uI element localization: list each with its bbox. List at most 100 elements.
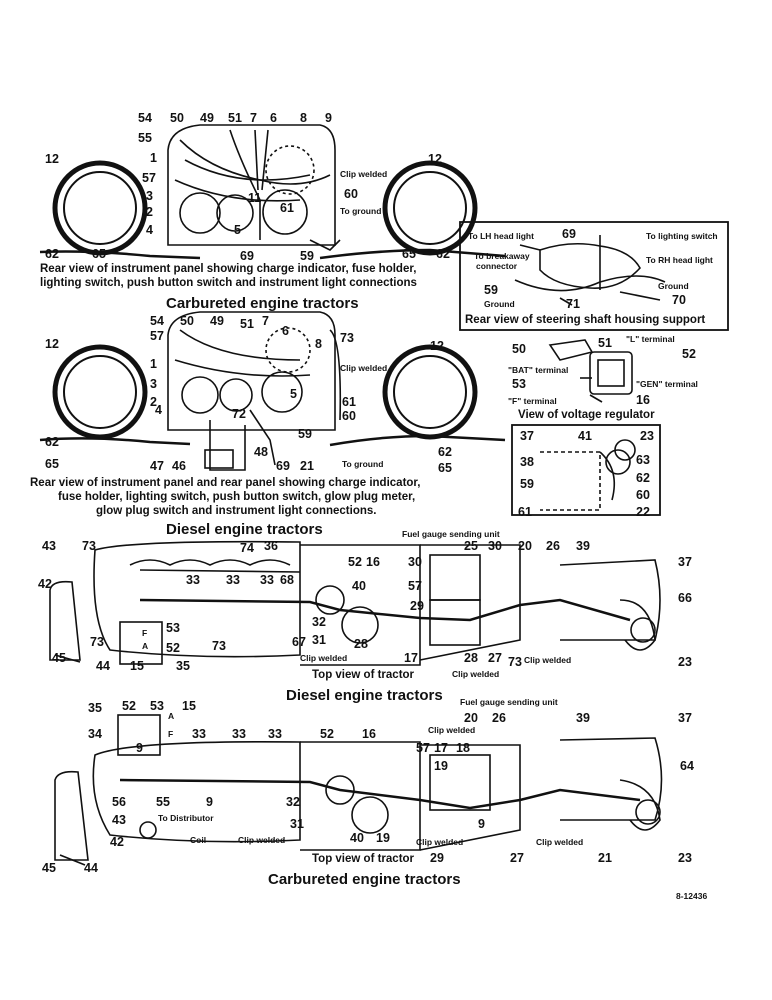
note-to-breakaway-1: To breakaway (474, 251, 530, 261)
callout-54: 54 (138, 111, 152, 125)
callout-47: 47 (150, 459, 164, 473)
caption-regulator-inset: View of voltage regulator (518, 409, 655, 421)
callout-11: 11 (248, 191, 262, 205)
callout-33-diesel-a: 33 (186, 573, 200, 587)
callout-30-a: 30 (488, 539, 502, 553)
callout-57-carb: 57 (416, 741, 430, 755)
callout-35-diesel: 35 (176, 659, 190, 673)
note-clip-welded-carb-a: Clip welded (428, 725, 476, 735)
note-a-carb: A (168, 711, 175, 721)
callout-40-carb: 40 (350, 831, 364, 845)
caption-top-view-1: Top view of tractor (312, 669, 415, 681)
callout-39-diesel: 39 (576, 539, 590, 553)
callout-65-left-mid: 65 (45, 457, 59, 471)
callout-16-diesel: 16 (366, 555, 380, 569)
callout-22: 22 (636, 505, 650, 519)
callout-63: 63 (636, 453, 650, 467)
callout-3: 3 (146, 189, 153, 203)
callout-48: 48 (254, 445, 268, 459)
callout-61-mid: 61 (342, 395, 356, 409)
callout-23-diesel: 23 (678, 655, 692, 669)
callout-5: 5 (234, 223, 241, 237)
callout-9-carb-b: 9 (206, 795, 213, 809)
callout-70: 70 (672, 293, 686, 307)
note-to-ground: To ground (340, 206, 382, 216)
caption-diesel-panel-3: glow plug switch and instrument light co… (96, 505, 377, 517)
steering-inset-frame (459, 221, 729, 331)
callout-1-mid: 1 (150, 357, 157, 371)
callout-6: 6 (270, 111, 277, 125)
callout-27-diesel: 27 (488, 651, 502, 665)
callout-37-carb: 37 (678, 711, 692, 725)
callout-62-right-mid: 62 (438, 445, 452, 459)
callout-66: 66 (678, 591, 692, 605)
callout-60: 60 (344, 187, 358, 201)
callout-62-left-mid: 62 (45, 435, 59, 449)
callout-53-diesel: 53 (166, 621, 180, 635)
callout-43-diesel: 43 (42, 539, 56, 553)
callout-62-inset: 62 (636, 471, 650, 485)
callout-51-mid: 51 (240, 317, 254, 331)
callout-8: 8 (300, 111, 307, 125)
note-clip-welded: Clip welded (340, 169, 388, 179)
callout-16-reg: 16 (636, 393, 650, 407)
note-clip-welded-diesel-c: Clip welded (452, 669, 500, 679)
note-ground-right: Ground (658, 281, 689, 291)
headlight-right-mid (382, 344, 478, 440)
callout-57-diesel: 57 (408, 579, 422, 593)
callout-31-carb: 31 (290, 817, 304, 831)
callout-53-reg: 53 (512, 377, 526, 391)
callout-15-carb: 15 (182, 699, 196, 713)
callout-25: 25 (464, 539, 478, 553)
callout-26-carb: 26 (492, 711, 506, 725)
callout-62-right: 62 (436, 247, 450, 261)
callout-67: 67 (292, 635, 306, 649)
callout-61: 61 (280, 201, 294, 215)
callout-68: 68 (280, 573, 294, 587)
callout-17-carb: 17 (434, 741, 448, 755)
callout-59: 59 (300, 249, 314, 263)
callout-64: 64 (680, 759, 694, 773)
callout-65-right-mid: 65 (438, 461, 452, 475)
note-to-ground-mid: To ground (342, 459, 384, 469)
note-f-diesel: F (142, 628, 148, 638)
callout-59-inset2: 59 (520, 477, 534, 491)
note-to-distributor: To Distributor (158, 813, 214, 823)
callout-61-inset: 61 (518, 505, 532, 519)
callout-38: 38 (520, 455, 534, 469)
caption-top-view-2: Top view of tractor (312, 853, 415, 865)
callout-56: 56 (112, 795, 126, 809)
heading-carb-2: Carbureted engine tractors (268, 871, 461, 888)
note-gen-terminal: "GEN" terminal (636, 379, 698, 389)
callout-37-diesel: 37 (678, 555, 692, 569)
callout-2: 2 (146, 205, 153, 219)
callout-9-carb-a: 9 (136, 741, 143, 755)
callout-4: 4 (146, 223, 153, 237)
heading-carb: Carbureted engine tractors (166, 295, 359, 312)
callout-33-diesel-b: 33 (226, 573, 240, 587)
callout-32-diesel: 32 (312, 615, 326, 629)
callout-51-reg: 51 (598, 336, 612, 350)
note-to-lighting-switch: To lighting switch (646, 231, 718, 241)
callout-42-carb: 42 (110, 835, 124, 849)
callout-33-carb-b: 33 (232, 727, 246, 741)
note-ground-left: Ground (484, 299, 515, 309)
callout-52-reg: 52 (682, 347, 696, 361)
callout-57: 57 (142, 171, 156, 185)
callout-21-carb: 21 (598, 851, 612, 865)
callout-9: 9 (325, 111, 332, 125)
callout-50: 50 (170, 111, 184, 125)
callout-45-diesel: 45 (52, 651, 66, 665)
callout-15-diesel: 15 (130, 659, 144, 673)
callout-31-diesel: 31 (312, 633, 326, 647)
callout-20-carb: 20 (464, 711, 478, 725)
callout-55: 55 (138, 131, 152, 145)
note-fuel-gauge-diesel: Fuel gauge sending unit (402, 529, 500, 539)
callout-71: 71 (566, 297, 580, 311)
callout-45-carb: 45 (42, 861, 56, 875)
callout-12-right: 12 (428, 152, 442, 166)
callout-9-carb-c: 9 (478, 817, 485, 831)
callout-44-diesel: 44 (96, 659, 110, 673)
callout-60-mid: 60 (342, 409, 356, 423)
note-fuel-gauge-carb: Fuel gauge sending unit (460, 697, 558, 707)
